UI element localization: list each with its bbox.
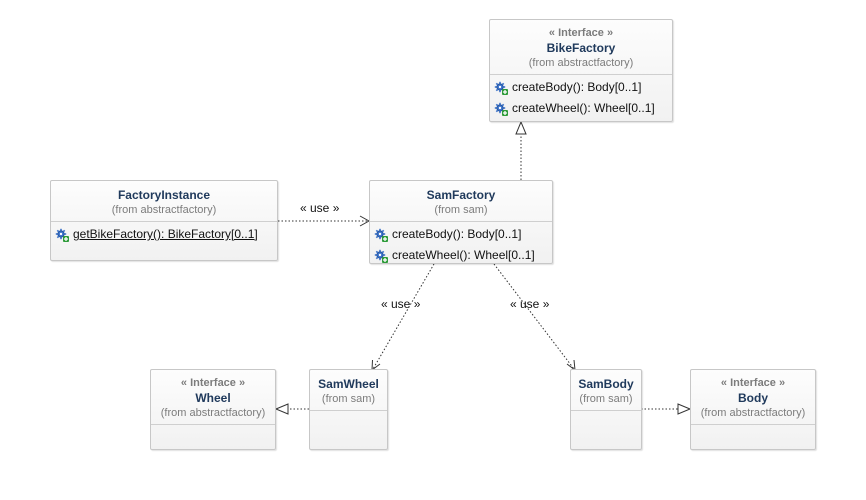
use-samfactory-sambody-line [493,263,575,370]
operations-compartment: getBikeFactory(): BikeFactory[0..1] [51,221,277,247]
operation-signature: createWheel(): Wheel[0..1] [512,101,655,115]
stereotype-label: « Interface » [720,377,786,389]
operation-createwheel[interactable]: createWheel(): Wheel[0..1] [370,245,552,266]
operation-signature: createWheel(): Wheel[0..1] [392,248,535,262]
class-samwheel[interactable]: SamWheel (from sam) [309,369,388,450]
use-label-samfactory-samwheel: « use » [381,297,421,311]
package-label: (from abstractfactory) [700,407,806,419]
class-name: BikeFactory [546,41,616,55]
class-header: SamFactory (from sam) [370,181,552,221]
package-label: (from sam) [579,393,633,405]
package-label: (from abstractfactory) [160,407,266,419]
use-label-samfactory-sambody: « use » [510,297,550,311]
class-header: SamWheel (from sam) [310,370,387,410]
class-name: FactoryInstance [117,188,211,202]
realization-arrowhead-body [677,403,692,415]
public-operation-icon [374,228,388,242]
empty-compartment [691,424,815,425]
empty-compartment [571,410,641,411]
class-wheel[interactable]: « Interface » Wheel (from abstractfactor… [150,369,276,450]
class-header: « Interface » Body (from abstractfactory… [691,370,815,424]
public-operation-icon [55,228,69,242]
package-label: (from abstractfactory) [528,57,634,69]
public-operation-icon [374,249,388,263]
class-header: SamBody (from sam) [571,370,641,410]
operation-signature: createBody(): Body[0..1] [512,80,642,94]
operation-createbody[interactable]: createBody(): Body[0..1] [490,77,672,98]
class-name: SamBody [578,377,634,391]
class-header: FactoryInstance (from abstractfactory) [51,181,277,221]
use-samfactory-samwheel-line [372,263,435,370]
class-bikefactory[interactable]: « Interface » BikeFactory (from abstract… [489,19,673,122]
class-name: Wheel [195,391,231,405]
package-label: (from abstractfactory) [111,204,217,216]
package-label: (from sam) [434,204,488,216]
class-name: SamWheel [318,377,379,391]
realization-arrowhead-wheel [274,403,289,415]
operations-compartment: createBody(): Body[0..1] createWheel(): … [490,74,672,121]
operation-signature: createBody(): Body[0..1] [392,227,522,241]
empty-compartment [151,424,275,425]
operation-createwheel[interactable]: createWheel(): Wheel[0..1] [490,98,672,119]
class-name: Body [738,391,768,405]
use-arrowhead-samfactory [359,215,371,227]
public-operation-icon [494,81,508,95]
class-header: « Interface » BikeFactory (from abstract… [490,20,672,74]
package-label: (from sam) [321,393,376,405]
class-header: « Interface » Wheel (from abstractfactor… [151,370,275,424]
class-sambody[interactable]: SamBody (from sam) [570,369,642,450]
public-operation-icon [494,102,508,116]
operation-signature: getBikeFactory(): BikeFactory[0..1] [73,227,258,241]
stereotype-label: « Interface » [180,377,246,389]
operations-compartment: createBody(): Body[0..1] createWheel(): … [370,221,552,268]
operation-createbody[interactable]: createBody(): Body[0..1] [370,224,552,245]
use-label-factoryinstance-samfactory: « use » [300,201,340,215]
class-body[interactable]: « Interface » Body (from abstractfactory… [690,369,816,450]
class-factoryinstance[interactable]: FactoryInstance (from abstractfactory) g… [50,180,278,261]
stereotype-label: « Interface » [548,27,614,39]
class-name: SamFactory [426,188,496,202]
empty-compartment [310,410,387,411]
operation-getbikefactory[interactable]: getBikeFactory(): BikeFactory[0..1] [51,224,277,245]
class-samfactory[interactable]: SamFactory (from sam) createBody(): Body… [369,180,553,264]
realization-arrowhead-bikefactory [515,120,527,135]
